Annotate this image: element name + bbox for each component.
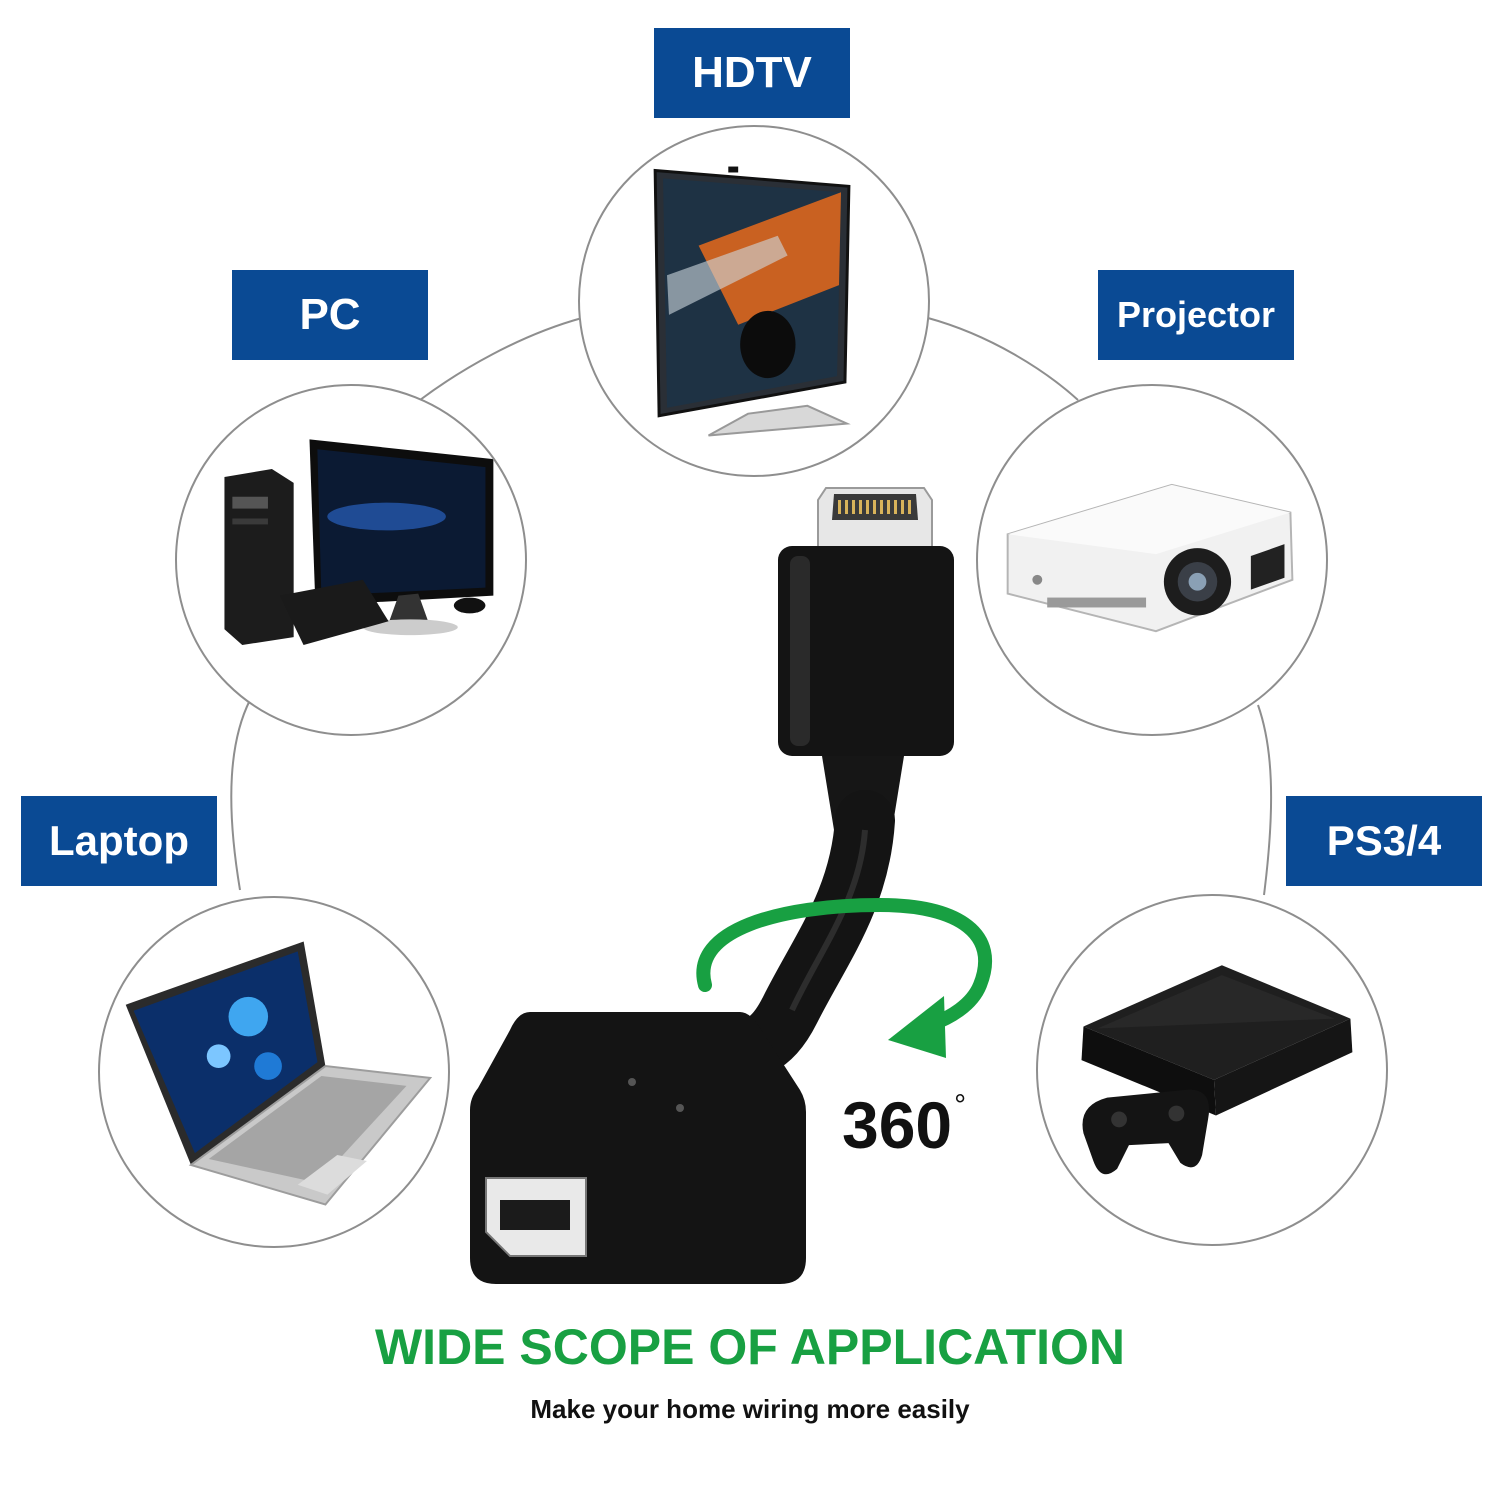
pc-ring xyxy=(175,384,527,736)
connector-arc-right xyxy=(1257,704,1273,896)
flexible-cable xyxy=(730,790,895,1075)
projector-label: Projector xyxy=(1098,270,1294,360)
connector-arc-left xyxy=(230,699,251,891)
hdtv-label-text: HDTV xyxy=(692,48,812,97)
game-console-icon xyxy=(1081,965,1353,1175)
rotation-arrowhead xyxy=(888,996,946,1058)
subline: Make your home wiring more easily xyxy=(0,1396,1500,1422)
headline-text: WIDE SCOPE OF APPLICATION xyxy=(374,1319,1126,1375)
hdtv-ring xyxy=(578,125,930,477)
hdmi-male-housing xyxy=(778,546,954,756)
connector-arc-upper-right xyxy=(927,317,1079,401)
rotation-degree-unit: ° xyxy=(954,1089,967,1122)
projector-ring xyxy=(976,384,1328,736)
projector-icon xyxy=(1006,483,1294,633)
rotation-degree-value: 360 xyxy=(842,1088,953,1162)
ps34-label-text: PS3/4 xyxy=(1326,817,1442,864)
laptop-label: Laptop xyxy=(21,796,217,886)
rotation-arrow xyxy=(696,897,992,1032)
rotation-degree: 360° xyxy=(842,1089,967,1159)
hdtv-label: HDTV xyxy=(654,28,850,118)
projector-label-text: Projector xyxy=(1116,294,1276,335)
ps34-ring xyxy=(1036,894,1388,1246)
ps34-label: PS3/4 xyxy=(1286,796,1482,886)
laptop-icon xyxy=(125,941,433,1206)
pc-label: PC xyxy=(232,270,428,360)
subline-text: Make your home wiring more easily xyxy=(530,1394,970,1424)
laptop-ring xyxy=(98,896,450,1248)
connector-arc-upper-left xyxy=(419,317,583,401)
headline: WIDE SCOPE OF APPLICATION xyxy=(0,1322,1500,1372)
desktop-pc-icon xyxy=(224,439,494,646)
laptop-label-text: Laptop xyxy=(49,817,189,864)
hdtv-icon xyxy=(653,166,851,437)
pc-label-text: PC xyxy=(299,290,361,339)
